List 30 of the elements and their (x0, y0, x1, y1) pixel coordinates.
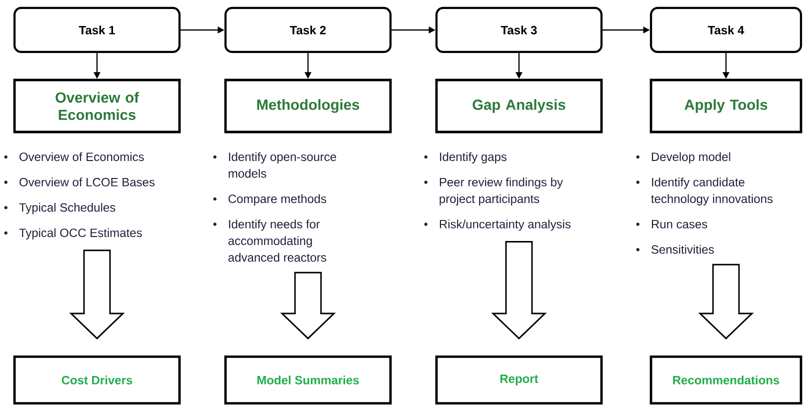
block-arrow (698, 264, 754, 340)
bullet-item: Compare methods (213, 194, 326, 206)
bullet-item: Typical Schedules (4, 202, 116, 214)
result-box: Report (435, 355, 603, 405)
block-arrow (69, 250, 125, 340)
heading-box: Apply Tools (650, 78, 802, 134)
bullet-item: Identify candidate technology innovations (636, 178, 773, 206)
task-box: Task 1 (13, 6, 181, 54)
task-box: Task 3 (435, 6, 603, 54)
task-box: Task 2 (224, 6, 392, 54)
bullet-item: Sensitivities (636, 244, 714, 254)
bullet-item: Overview of Economics (4, 152, 144, 162)
result-box: Cost Drivers (13, 355, 181, 405)
bullet-item: Develop model (636, 152, 730, 164)
bullet-item: Overview of LCOE Bases (4, 178, 155, 186)
heading-box: Methodologies (224, 78, 392, 134)
heading-box: Overview of Economics (13, 78, 181, 134)
bullet-item: Risk/uncertainty analysis (424, 220, 571, 231)
bullet-item: Peer review findings by project participants (424, 178, 563, 206)
result-box: Recommendations (650, 355, 802, 405)
result-box: Model Summaries (224, 355, 392, 405)
bullet-item: Identify gaps (424, 152, 507, 164)
block-arrow (491, 240, 547, 340)
task-box: Task 4 (650, 6, 802, 54)
heading-box: Gap Analysis (435, 78, 603, 134)
bullet-item: Typical OCC Estimates (4, 228, 142, 240)
bullet-item: Identify needs for accommodating advanced reactors (213, 220, 326, 262)
bullet-item: Run cases (636, 220, 708, 228)
block-arrow (280, 272, 336, 340)
bullet-item: Identify open-source models (213, 152, 336, 178)
